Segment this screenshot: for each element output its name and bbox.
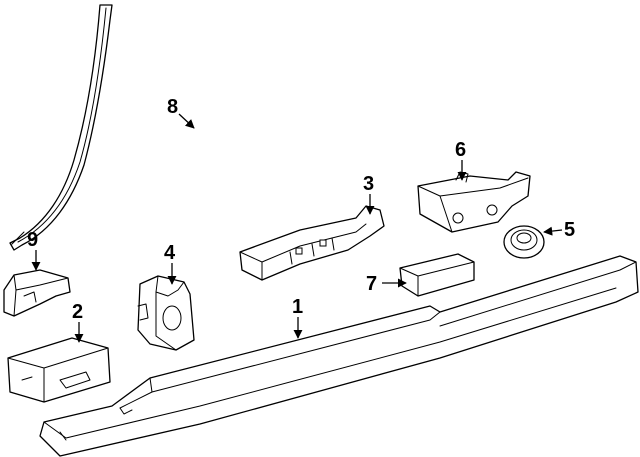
mounting-bracket-part[interactable] bbox=[239, 205, 385, 281]
callout-label-2: 2 bbox=[72, 301, 83, 323]
callout-label-1: 1 bbox=[292, 296, 303, 318]
callout-label-6: 6 bbox=[455, 139, 466, 161]
callout-9: 9 bbox=[27, 229, 41, 271]
retainer-clip-part[interactable] bbox=[3, 269, 71, 317]
callout-2: 2 bbox=[72, 301, 84, 343]
callout-8: 8 bbox=[167, 96, 195, 129]
end-block-part[interactable] bbox=[7, 337, 111, 403]
plug-grommet-part[interactable] bbox=[503, 225, 545, 259]
callout-1: 1 bbox=[292, 296, 303, 339]
callout-7: 7 bbox=[366, 273, 407, 295]
rocker-panel-part[interactable] bbox=[39, 255, 639, 457]
callout-4: 4 bbox=[164, 242, 177, 285]
callout-6: 6 bbox=[455, 139, 467, 181]
callout-5: 5 bbox=[543, 219, 575, 241]
callout-label-4: 4 bbox=[164, 242, 176, 264]
upper-bracket-part[interactable] bbox=[417, 171, 531, 233]
callout-label-5: 5 bbox=[564, 219, 575, 241]
trim-filler-part[interactable] bbox=[399, 253, 475, 297]
callout-label-9: 9 bbox=[27, 229, 38, 251]
weatherstrip-part[interactable] bbox=[9, 4, 113, 251]
callout-label-3: 3 bbox=[363, 173, 374, 195]
callout-label-7: 7 bbox=[366, 273, 377, 295]
jack-pad-block-part[interactable] bbox=[137, 275, 195, 351]
callout-label-8: 8 bbox=[167, 96, 178, 118]
callout-3: 3 bbox=[363, 173, 375, 215]
